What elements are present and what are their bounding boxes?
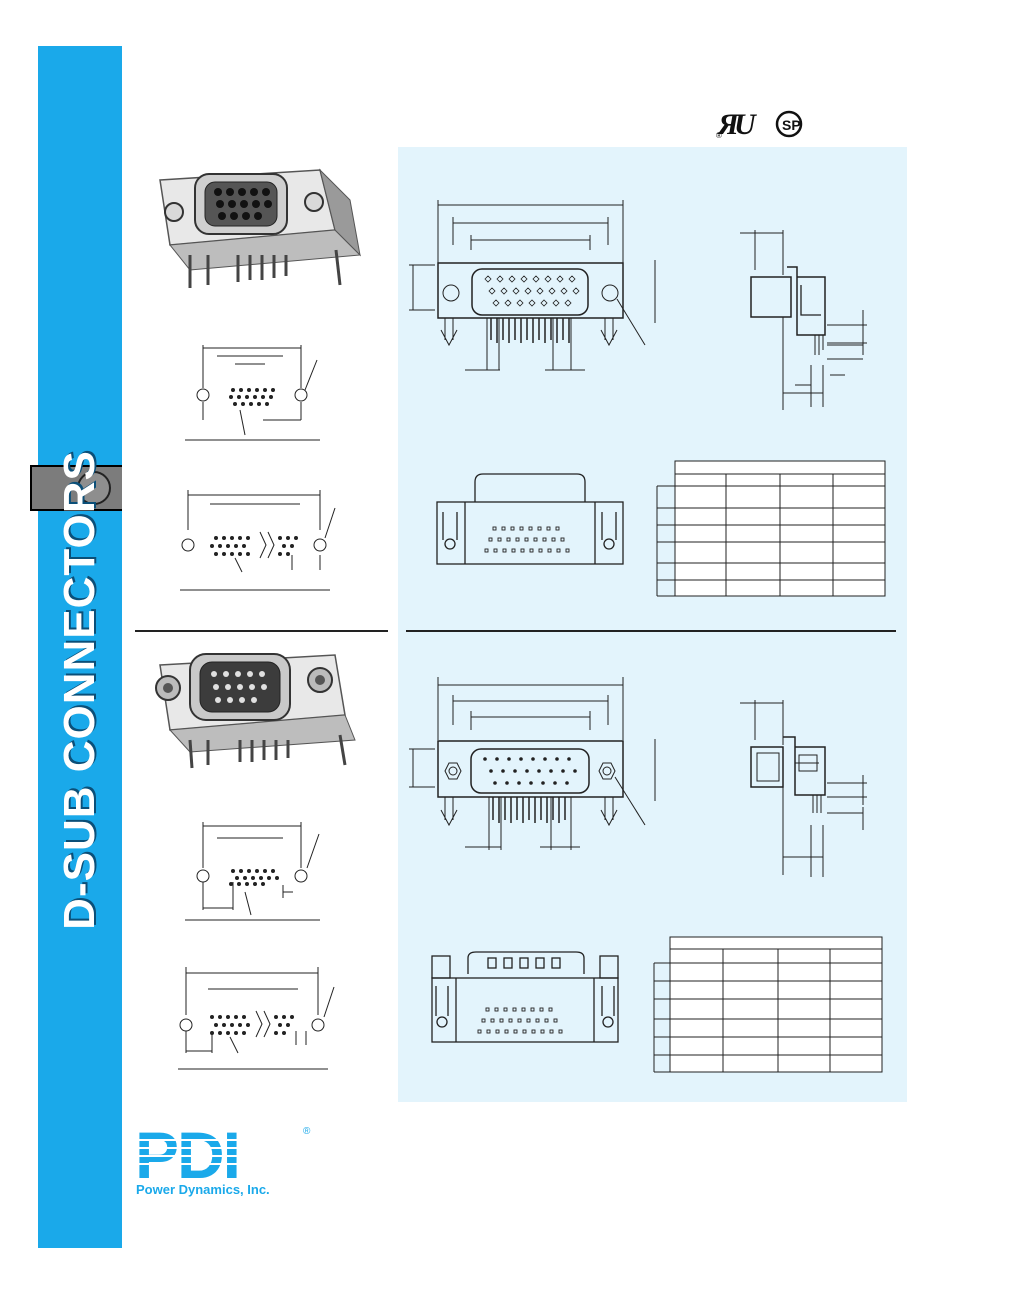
male-connector-photo [155,653,356,769]
csa-icon: SP [775,110,803,138]
female-pcb-layout-b [180,490,336,591]
female-spec-table [656,460,886,597]
female-front-view-drawing [409,200,656,371]
sidebar-band [38,46,122,1248]
svg-text:U: U [734,108,757,141]
certification-marks: Я U ® SP [716,108,803,141]
svg-text:SP: SP [782,117,801,133]
pdi-logo: PDI ® [135,1118,311,1192]
male-front-view-drawing [409,677,656,850]
sidebar-tab-dot-icon [77,471,111,505]
male-spec-table [653,936,883,1073]
female-pcb-layout-a [185,345,320,441]
female-side-view-drawing [740,230,867,410]
sidebar-title: D-SUB CONNECTORS [55,450,104,930]
registered-mark: ® [303,1126,311,1137]
svg-text:®: ® [716,131,722,140]
male-pcb-layout-a [185,822,320,921]
svg-text:Я: Я [717,108,740,141]
male-bottom-view-drawing [431,951,619,1043]
female-bottom-view-drawing [436,473,624,565]
brand-tagline: Power Dynamics, Inc. [136,1182,270,1197]
female-connector-photo [159,168,362,288]
male-side-view-drawing [740,700,867,877]
section-divider-right [406,630,896,632]
ul-recognized-icon: Я U ® [716,108,757,141]
section-divider-left [135,630,388,632]
male-pcb-layout-b [178,967,335,1070]
